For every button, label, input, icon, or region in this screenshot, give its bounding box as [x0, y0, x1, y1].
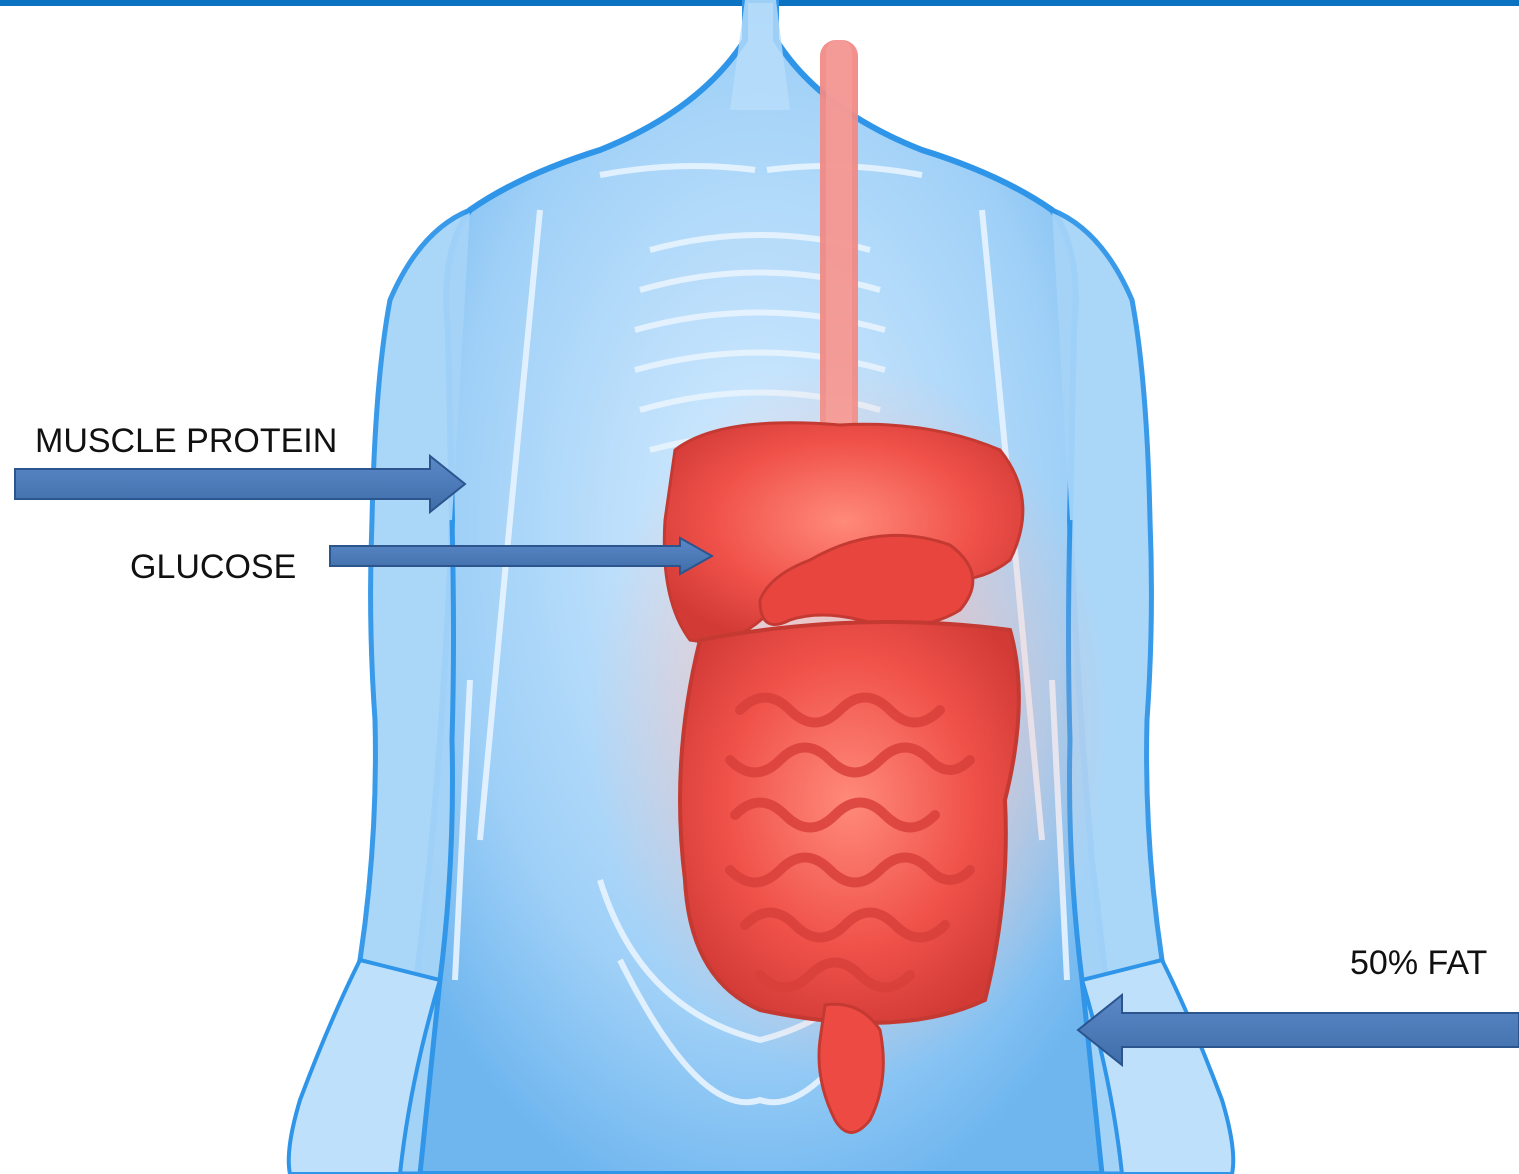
label-glucose: GLUCOSE — [130, 550, 296, 584]
label-muscle-protein: MUSCLE PROTEIN — [35, 424, 337, 458]
label-fat: 50% FAT — [1350, 946, 1487, 980]
